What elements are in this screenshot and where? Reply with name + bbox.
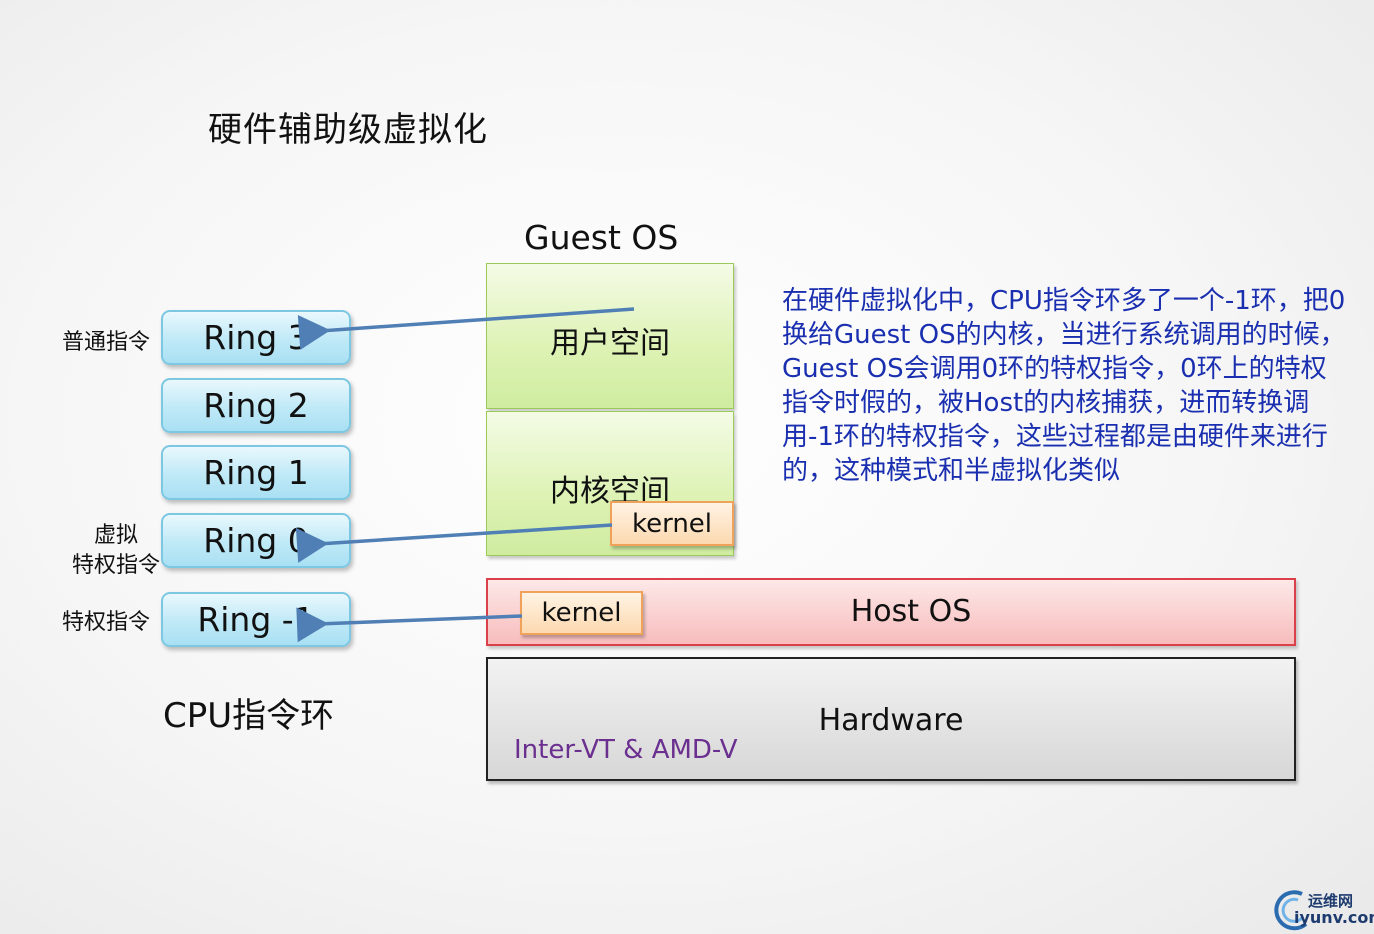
logo-text-cn: 运维网 [1308, 892, 1354, 910]
cpu-ring-title: CPU指令环 [163, 696, 335, 736]
label-virtual-line1: 虚拟 [93, 523, 138, 548]
description-text: 在硬件虚拟化中，CPU指令环多了一个-1环，把0换给Guest OS的内核，当进… [782, 286, 1346, 486]
ring-minus1-box: Ring -1 [161, 592, 351, 647]
label-virtual-line2: 特权指令 [71, 553, 160, 578]
host-os-label: Host OS [850, 594, 972, 629]
label-privileged-instruction: 特权指令 [62, 610, 151, 635]
guest-kernel-tag: kernel [610, 501, 734, 546]
logo-swirl-icon [1274, 890, 1308, 931]
host-kernel-tag: kernel [520, 591, 643, 635]
label-virtual-privileged: 虚拟 特权指令 [62, 521, 170, 581]
arrow-kernel-to-ring0 [295, 523, 613, 563]
ring-2-box: Ring 2 [161, 378, 351, 433]
logo-text-en: iyunv.com [1294, 908, 1374, 927]
label-normal-instruction: 普通指令 [62, 330, 151, 355]
ring-1-box: Ring 1 [161, 445, 351, 500]
hardware-note: Inter-VT & AMD-V [514, 735, 738, 765]
hardware-label: Hardware [818, 703, 964, 738]
page-title: 硬件辅助级虚拟化 [208, 110, 488, 150]
guest-os-title: Guest OS [524, 218, 679, 257]
user-space-box: 用户空间 [486, 263, 734, 409]
iyunv-logo: 运维网 iyunv.com [1272, 886, 1374, 932]
host-os-box: Host OS [486, 578, 1296, 646]
arrow-host-kernel-to-ring-minus1 [296, 607, 523, 643]
user-space-label: 用户空间 [550, 326, 670, 361]
arrow-user-to-ring3 [297, 307, 635, 350]
hardware-box: Hardware Inter-VT & AMD-V [486, 657, 1296, 781]
